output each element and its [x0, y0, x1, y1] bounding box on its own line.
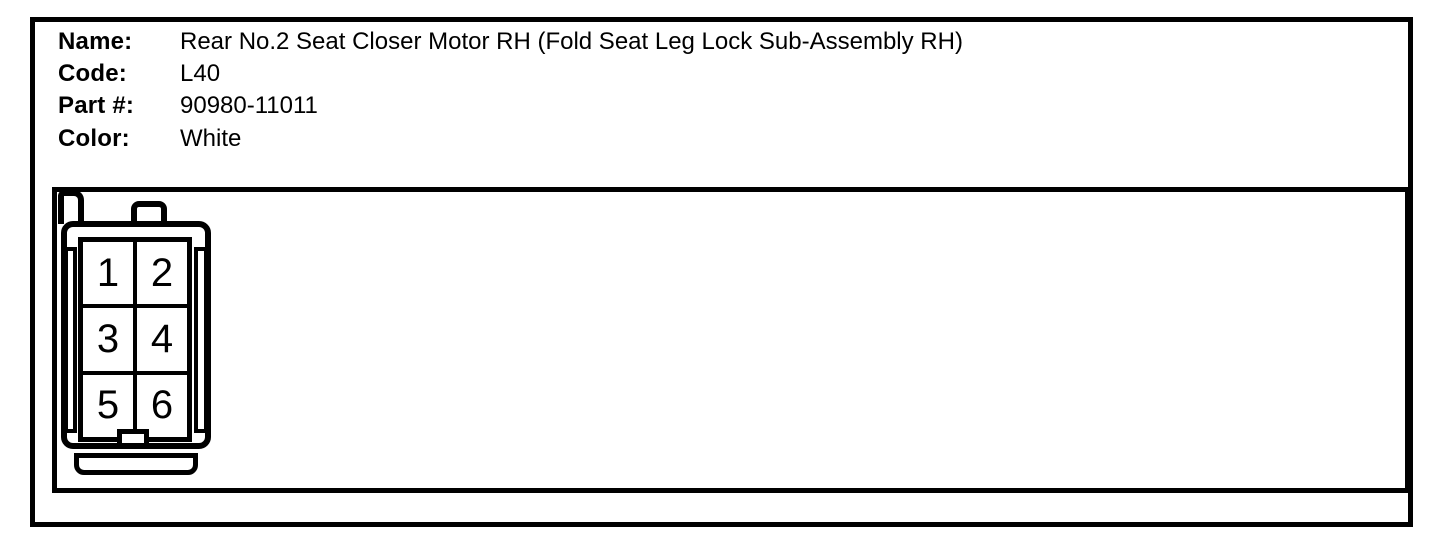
field-row-part-number: Part #: 90980-11011 [58, 92, 318, 119]
field-value: 90980-11011 [180, 92, 318, 119]
document-border [30, 17, 1413, 527]
field-label: Code: [58, 60, 127, 87]
field-label: Part #: [58, 92, 135, 119]
connector-side-rail-left [64, 247, 77, 433]
pin-4: 4 [137, 308, 187, 371]
field-value: White [180, 125, 242, 152]
pin-3: 3 [83, 308, 133, 371]
field-row-code: Code: L40 [58, 60, 220, 87]
connector-side-rail-right [194, 247, 208, 433]
field-label: Name: [58, 28, 133, 55]
pin-5: 5 [83, 374, 133, 437]
field-value: Rear No.2 Seat Closer Motor RH (Fold Sea… [180, 28, 963, 55]
field-label: Color: [58, 125, 130, 152]
field-row-color: Color: White [58, 125, 241, 152]
connector-lock-tab [131, 201, 167, 221]
pin-6: 6 [137, 374, 187, 437]
pin-1: 1 [83, 242, 133, 305]
pin-2: 2 [137, 242, 187, 305]
pin-grid: 1 2 3 4 5 6 [78, 237, 192, 442]
connector-bottom-tab [117, 429, 149, 448]
field-value: L40 [180, 60, 221, 87]
diagram-panel [52, 187, 1410, 493]
connector-ear-tab [58, 190, 84, 224]
connector-base [74, 453, 198, 475]
field-row-name: Name: Rear No.2 Seat Closer Motor RH (Fol… [58, 28, 963, 55]
connector-info-header: Name: Rear No.2 Seat Closer Motor RH (Fol… [58, 24, 1398, 174]
